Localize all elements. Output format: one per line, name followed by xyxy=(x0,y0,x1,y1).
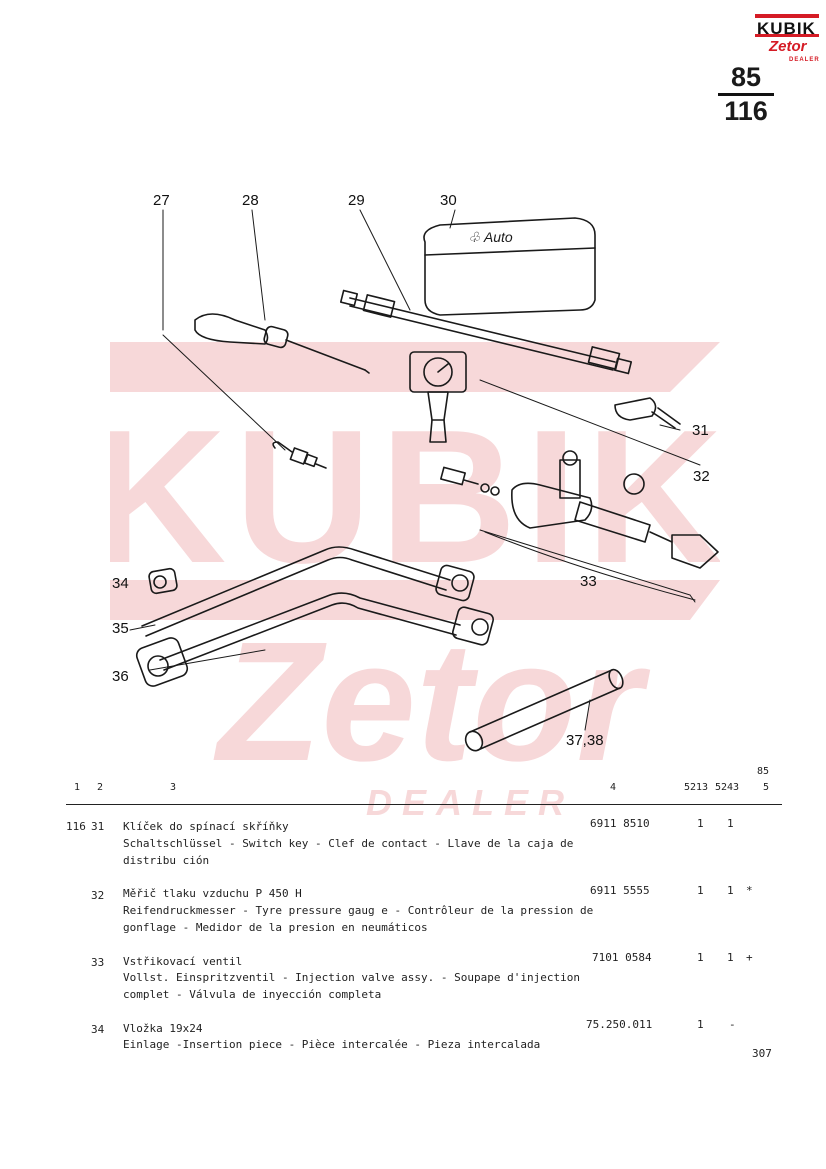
row-fig: 116 xyxy=(66,820,86,833)
callout-32: 32 xyxy=(693,468,710,485)
row-desc-line1: Vložka 19x24 xyxy=(123,1022,203,1035)
row-qty-5213: 1 xyxy=(697,1018,704,1031)
row-part-number: 6911 8510 xyxy=(590,817,650,830)
row-pos: 33 xyxy=(91,956,105,969)
callout-33: 33 xyxy=(580,573,597,590)
col-head-5243: 5243 xyxy=(715,782,740,793)
callout-34: 34 xyxy=(112,575,129,592)
row-desc-line1: Vstřikovací ventil xyxy=(123,955,243,968)
socket-wrenches xyxy=(135,546,494,687)
row-desc-line2: Schaltschlüssel - Switch key - Clef de c… xyxy=(123,837,574,850)
screwdriver xyxy=(194,313,370,374)
first-aid-box: ♧ Auto xyxy=(423,217,596,316)
injection-valve xyxy=(440,450,719,569)
row-qty-5213: 1 xyxy=(697,951,704,964)
header-rule xyxy=(66,804,782,805)
callout-27: 27 xyxy=(153,192,170,209)
tommy-bar xyxy=(464,668,624,752)
row-qty-5243: - xyxy=(729,1018,736,1031)
row-part-number: 75.250.011 xyxy=(586,1018,653,1031)
row-qty-5243: 1 xyxy=(727,884,734,897)
row-desc-line3: gonflage - Medidor de la presion en neum… xyxy=(123,921,428,934)
box-lettering: ♧ Auto xyxy=(468,229,513,245)
row-desc-line2: Einlage -Insertion piece - Pièce interca… xyxy=(123,1038,541,1051)
row-desc-line1: Klíček do spínací skříňky xyxy=(123,820,289,833)
watermark-graphic xyxy=(110,342,720,620)
watermark-brand: KUBIK xyxy=(110,391,720,603)
row-desc-line3: complet - Válvula de inyección completa xyxy=(123,988,382,1001)
page-number: 85 116 xyxy=(718,62,774,126)
col-head-5: 5 xyxy=(763,782,770,793)
footer-page-number: 307 xyxy=(752,1047,772,1060)
col-head-85: 85 xyxy=(757,766,770,777)
page-number-bottom: 116 xyxy=(724,96,768,126)
insertion-piece xyxy=(148,567,178,595)
row-desc-line3: distribu ción xyxy=(123,854,210,867)
row-mark: * xyxy=(746,884,753,897)
row-pos: 34 xyxy=(91,1023,105,1036)
callout-30: 30 xyxy=(440,192,457,209)
callout-35: 35 xyxy=(112,620,129,637)
col-head-1: 1 xyxy=(74,782,81,793)
logo-mark: Zetor xyxy=(769,38,807,55)
switch-key xyxy=(614,397,681,429)
watermark: KUBIK Zetor DEALER xyxy=(110,342,720,823)
parts-illustration: ♧ Auto xyxy=(129,209,719,752)
row-qty-5243: 1 xyxy=(727,817,734,830)
callout-29: 29 xyxy=(348,192,365,209)
callout-28: 28 xyxy=(242,192,259,209)
row-qty-5213: 1 xyxy=(697,884,704,897)
pressure-pipe xyxy=(339,289,633,375)
leader-lines xyxy=(129,209,701,731)
page-number-top: 85 xyxy=(718,62,774,96)
col-head-4: 4 xyxy=(610,782,617,793)
logo-bar xyxy=(755,14,819,18)
col-head-2: 2 xyxy=(97,782,104,793)
logo-tag: DEALER xyxy=(789,57,820,63)
watermark-tag: DEALER xyxy=(366,782,574,823)
row-part-number: 7101 0584 xyxy=(592,951,652,964)
row-pos: 31 xyxy=(91,820,105,833)
logo-bar xyxy=(755,34,819,37)
pressure-gauge xyxy=(409,351,467,443)
callout-31: 31 xyxy=(692,422,709,439)
row-mark: + xyxy=(746,951,753,964)
col-head-5213: 5213 xyxy=(684,782,709,793)
row-part-number: 6911 5555 xyxy=(590,884,650,897)
col-head-3: 3 xyxy=(170,782,177,793)
row-desc-line2: Vollst. Einspritzventil - Injection valv… xyxy=(123,971,580,984)
bracket-33 xyxy=(484,531,696,601)
row-qty-5213: 1 xyxy=(697,817,704,830)
row-desc-line2: Reifendruckmesser - Tyre pressure gaug e… xyxy=(123,904,594,917)
callout-36: 36 xyxy=(112,668,129,685)
logo-brand: KUBIK xyxy=(757,19,816,38)
watermark-mark: Zetor xyxy=(214,607,651,797)
row-pos: 32 xyxy=(91,889,105,902)
valve-tool xyxy=(272,441,327,469)
row-qty-5243: 1 xyxy=(727,951,734,964)
kubik-zetor-logo: KUBIK Zetor DEALER xyxy=(755,14,819,66)
callout-37-38: 37,38 xyxy=(566,732,604,749)
row-desc-line1: Měřič tlaku vzduchu P 450 H xyxy=(123,887,302,900)
